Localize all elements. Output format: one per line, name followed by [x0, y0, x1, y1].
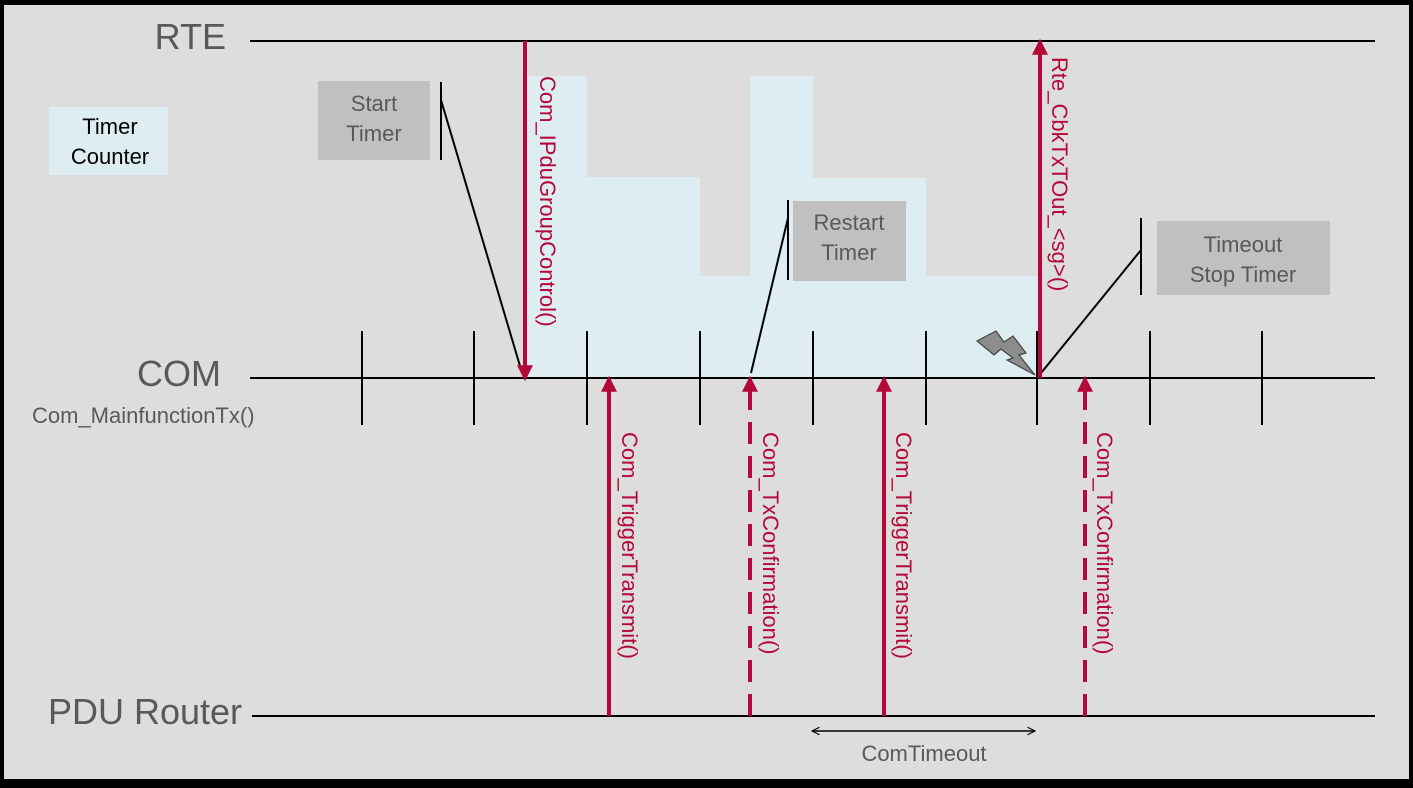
restart-timer-label-line1: Restart [814, 210, 885, 235]
rte-lane-label: RTE [155, 16, 226, 57]
timeout-label-line2: Stop Timer [1190, 262, 1296, 287]
trigger-transmit-label-1: Com_TriggerTransmit() [617, 432, 642, 659]
start-timer-leader [440, 99, 521, 367]
restart-timer-label-line2: Timer [821, 240, 876, 265]
restart-timer-leader [750, 217, 789, 374]
timeout-leader [1036, 249, 1142, 379]
pdur-lane-label: PDU Router [48, 691, 242, 732]
timer-counter-area [525, 76, 1037, 378]
legend-swatch [49, 107, 168, 175]
legend-label-line2: Counter [71, 144, 149, 169]
com-lane-label: COM [137, 353, 221, 394]
restart-timer-box [793, 201, 906, 281]
legend-label-line1: Timer [82, 114, 137, 139]
start-timer-box [318, 81, 430, 160]
timeout-label-line1: Timeout [1204, 232, 1283, 257]
com-mainfunction-label: Com_MainfunctionTx() [32, 403, 255, 428]
start-timer-label-line1: Start [351, 91, 397, 116]
com-timeout-label: ComTimeout [861, 741, 986, 766]
tx-confirmation-label-1: Com_TxConfirmation() [758, 432, 783, 655]
diagram-background [4, 5, 1409, 779]
trigger-transmit-label-2: Com_TriggerTransmit() [891, 432, 916, 659]
ipdu-group-control-label: Com_IPduGroupControl() [535, 76, 560, 327]
timeout-stop-timer-box [1157, 221, 1330, 295]
lightning-bolt-icon [975, 330, 1036, 376]
callout-connectors [440, 82, 1142, 379]
start-timer-label-line2: Timer [346, 121, 401, 146]
tx-confirmation-label-2: Com_TxConfirmation() [1092, 432, 1117, 655]
rte-cbk-timeout-label: Rte_CbkTxTOut_<sg>() [1047, 57, 1072, 291]
